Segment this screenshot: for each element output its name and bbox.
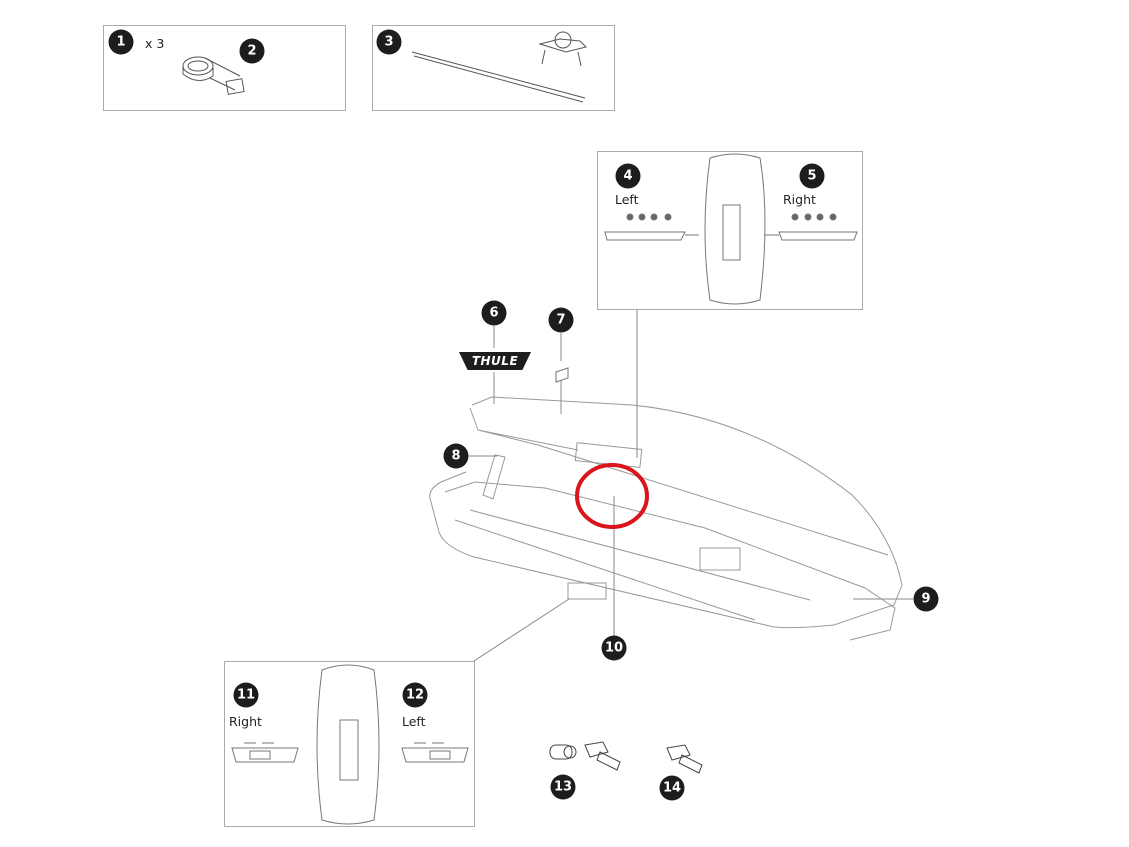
part-badge-6: 6 (481, 300, 507, 326)
part-badge-7: 7 (548, 307, 574, 333)
frame-lock-covers (224, 661, 475, 827)
side-label-left-lock: Left (402, 714, 426, 729)
quantity-label: x 3 (145, 36, 165, 51)
frame-strap (103, 25, 346, 111)
handles-illustration (604, 153, 858, 305)
part-badge-11: 11 (233, 682, 259, 708)
highlight-circle (575, 463, 649, 529)
strap-illustration (182, 56, 245, 95)
thule-logo: THULE (459, 352, 531, 370)
part-badge-10: 10 (601, 635, 627, 661)
leader-lines (469, 310, 913, 662)
part-badge-14: 14 (659, 775, 685, 801)
part-badge-3: 3 (376, 29, 402, 55)
rail-and-mount-illustration (411, 31, 587, 103)
keys-illustration (549, 741, 703, 774)
clip-illustration (555, 367, 569, 383)
side-label-right-lock: Right (229, 714, 262, 729)
roof-box-illustration (429, 396, 903, 641)
part-badge-5: 5 (799, 163, 825, 189)
part-badge-4: 4 (615, 163, 641, 189)
part-badge-8: 8 (443, 443, 469, 469)
frame-handles (597, 151, 863, 310)
side-label-left: Left (615, 192, 639, 207)
side-label-right: Right (783, 192, 816, 207)
part-badge-13: 13 (550, 774, 576, 800)
part-badge-2: 2 (239, 38, 265, 64)
part-badge-12: 12 (402, 682, 428, 708)
lock-covers-illustration (231, 664, 469, 825)
part-badge-1: 1 (108, 29, 134, 55)
frame-mount (372, 25, 615, 111)
part-badge-9: 9 (913, 586, 939, 612)
